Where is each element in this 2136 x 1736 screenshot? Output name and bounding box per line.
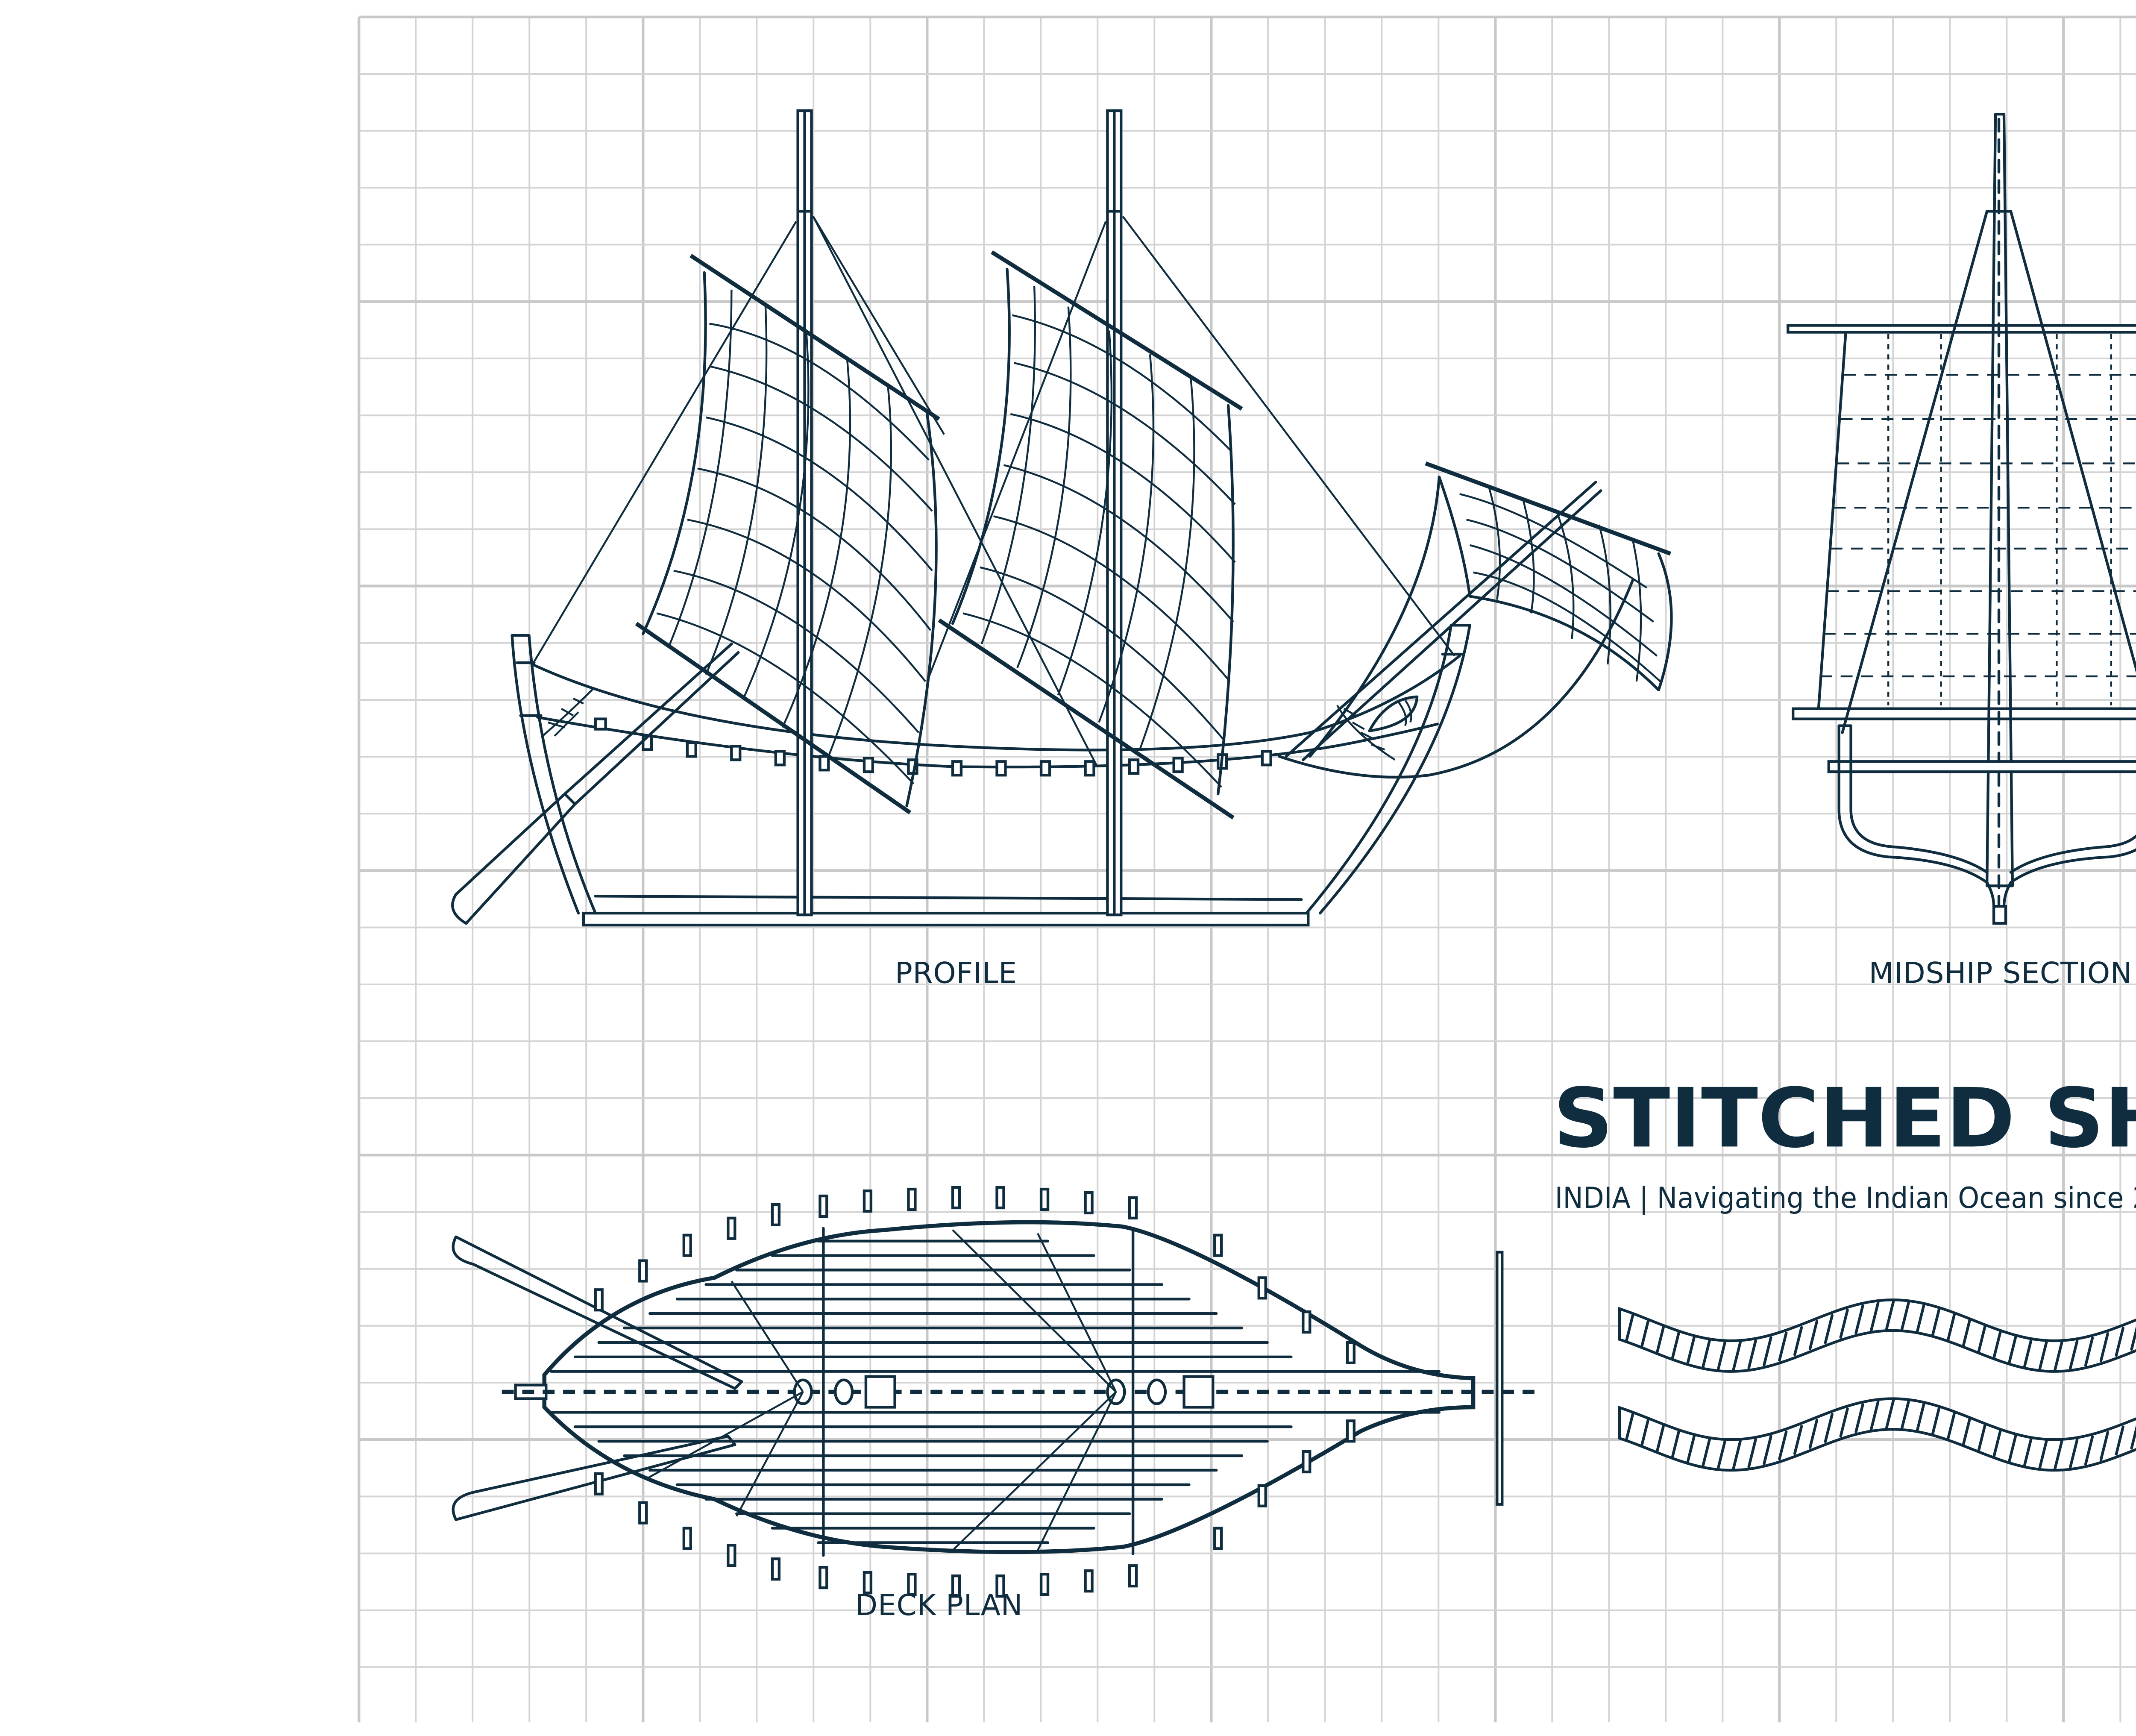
profile-label: PROFILE: [895, 956, 1017, 990]
graph-paper-grid: [358, 15, 2136, 1723]
profile-drawing: [451, 109, 1673, 927]
page-title: STITCHED SHIP: [1553, 1071, 2136, 1166]
sail-fore: [938, 250, 1243, 820]
deck-plan-label: DECK PLAN: [855, 1588, 1023, 1622]
steering-oar: [451, 642, 740, 925]
sail-bow: [1285, 461, 1673, 761]
page-subtitle: INDIA | Navigating the Indian Ocean sinc…: [1555, 1181, 2136, 1215]
midship-drawing: [1787, 112, 2136, 925]
sail-aft: [635, 254, 940, 814]
deck-plan-drawing: [452, 1186, 1540, 1598]
twisted-rope-icon: [1618, 1298, 2136, 1472]
midship-label: MIDSHIP SECTION: [1869, 956, 2133, 990]
